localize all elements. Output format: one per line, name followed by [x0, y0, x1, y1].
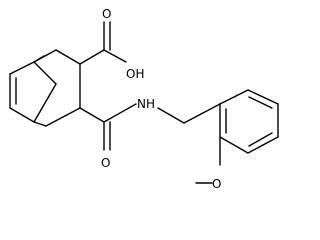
- methoxy-group: [195, 136, 221, 184]
- amide-oxygen-label: O: [101, 156, 110, 170]
- amide-nitrogen-label: NH: [137, 97, 155, 111]
- carboxylic-acid-group: [79, 21, 127, 65]
- chemical-structure-canvas: OH O NH O O: [9, 7, 279, 191]
- benzene-ring: [219, 89, 279, 154]
- amide-group: [79, 103, 137, 151]
- hydroxyl-label: OH: [126, 67, 144, 81]
- methoxy-oxygen-label: O: [212, 177, 221, 191]
- acid-oxygen-label: O: [102, 7, 111, 21]
- molecule-diagram: OH O NH O O: [9, 7, 279, 191]
- ethyl-linker: [157, 103, 221, 124]
- norbornene-ring: [9, 49, 81, 127]
